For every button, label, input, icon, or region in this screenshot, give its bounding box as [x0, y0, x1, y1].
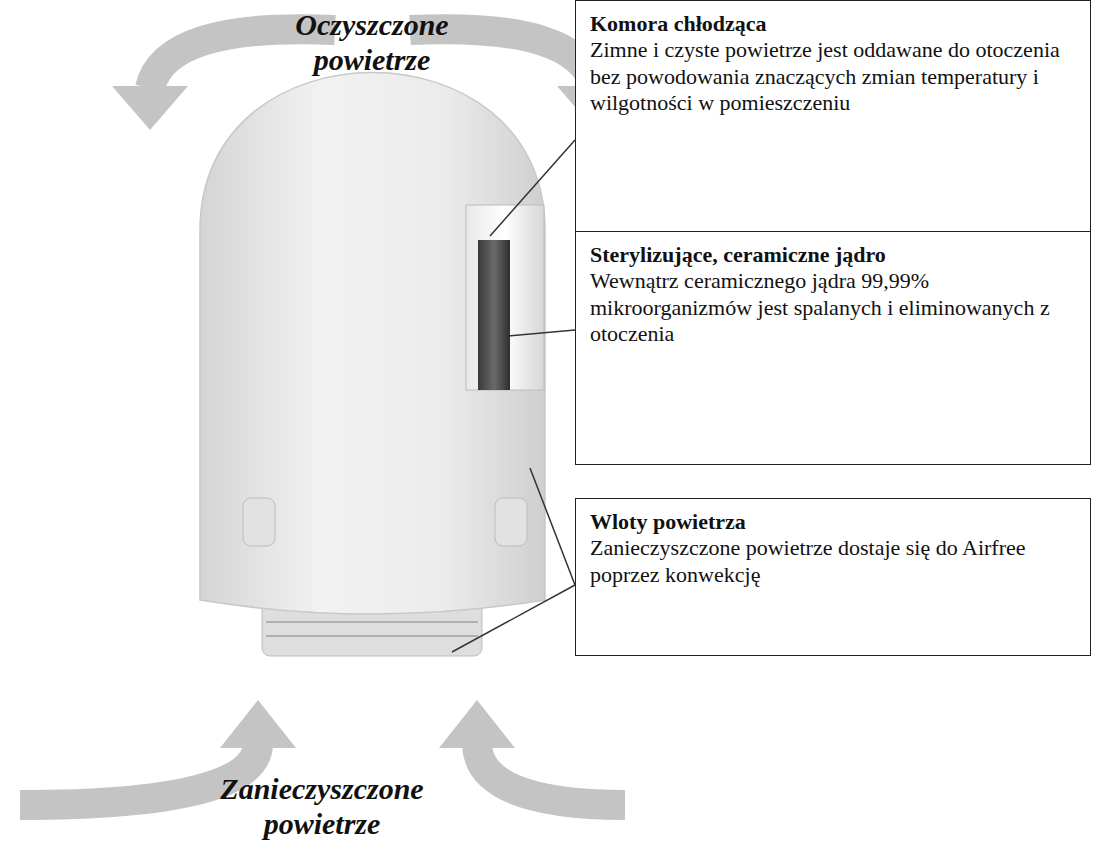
air-vent [243, 498, 275, 546]
flow-label: Oczyszczone powietrze [242, 8, 502, 77]
air-vent [495, 498, 527, 546]
callout-body: Zanieczyszczone powietrze dostaje się do… [590, 535, 1076, 588]
callout-box: Sterylizujące, ceramiczne jądroWewnątrz … [575, 231, 1091, 465]
flow-label: Zanieczyszczone powietrze [172, 772, 472, 841]
callout-heading: Komora chłodząca [590, 11, 1076, 37]
callout-body: Zimne i czyste powietrze jest oddawane d… [590, 37, 1076, 116]
callout-body: Wewnątrz ceramicznego jądra 99,99% mikro… [590, 268, 1076, 347]
callout-heading: Wloty powietrza [590, 509, 1076, 535]
leader-lines [452, 140, 575, 652]
callout-heading: Sterylizujące, ceramiczne jądro [590, 242, 1076, 268]
cooling-chamber-window [466, 205, 544, 390]
callout-box: Komora chłodzącaZimne i czyste powietrze… [575, 0, 1091, 233]
device-housing [200, 73, 545, 615]
ceramic-core [478, 240, 510, 390]
callout-box: Wloty powietrzaZanieczyszczone powietrze… [575, 498, 1091, 656]
